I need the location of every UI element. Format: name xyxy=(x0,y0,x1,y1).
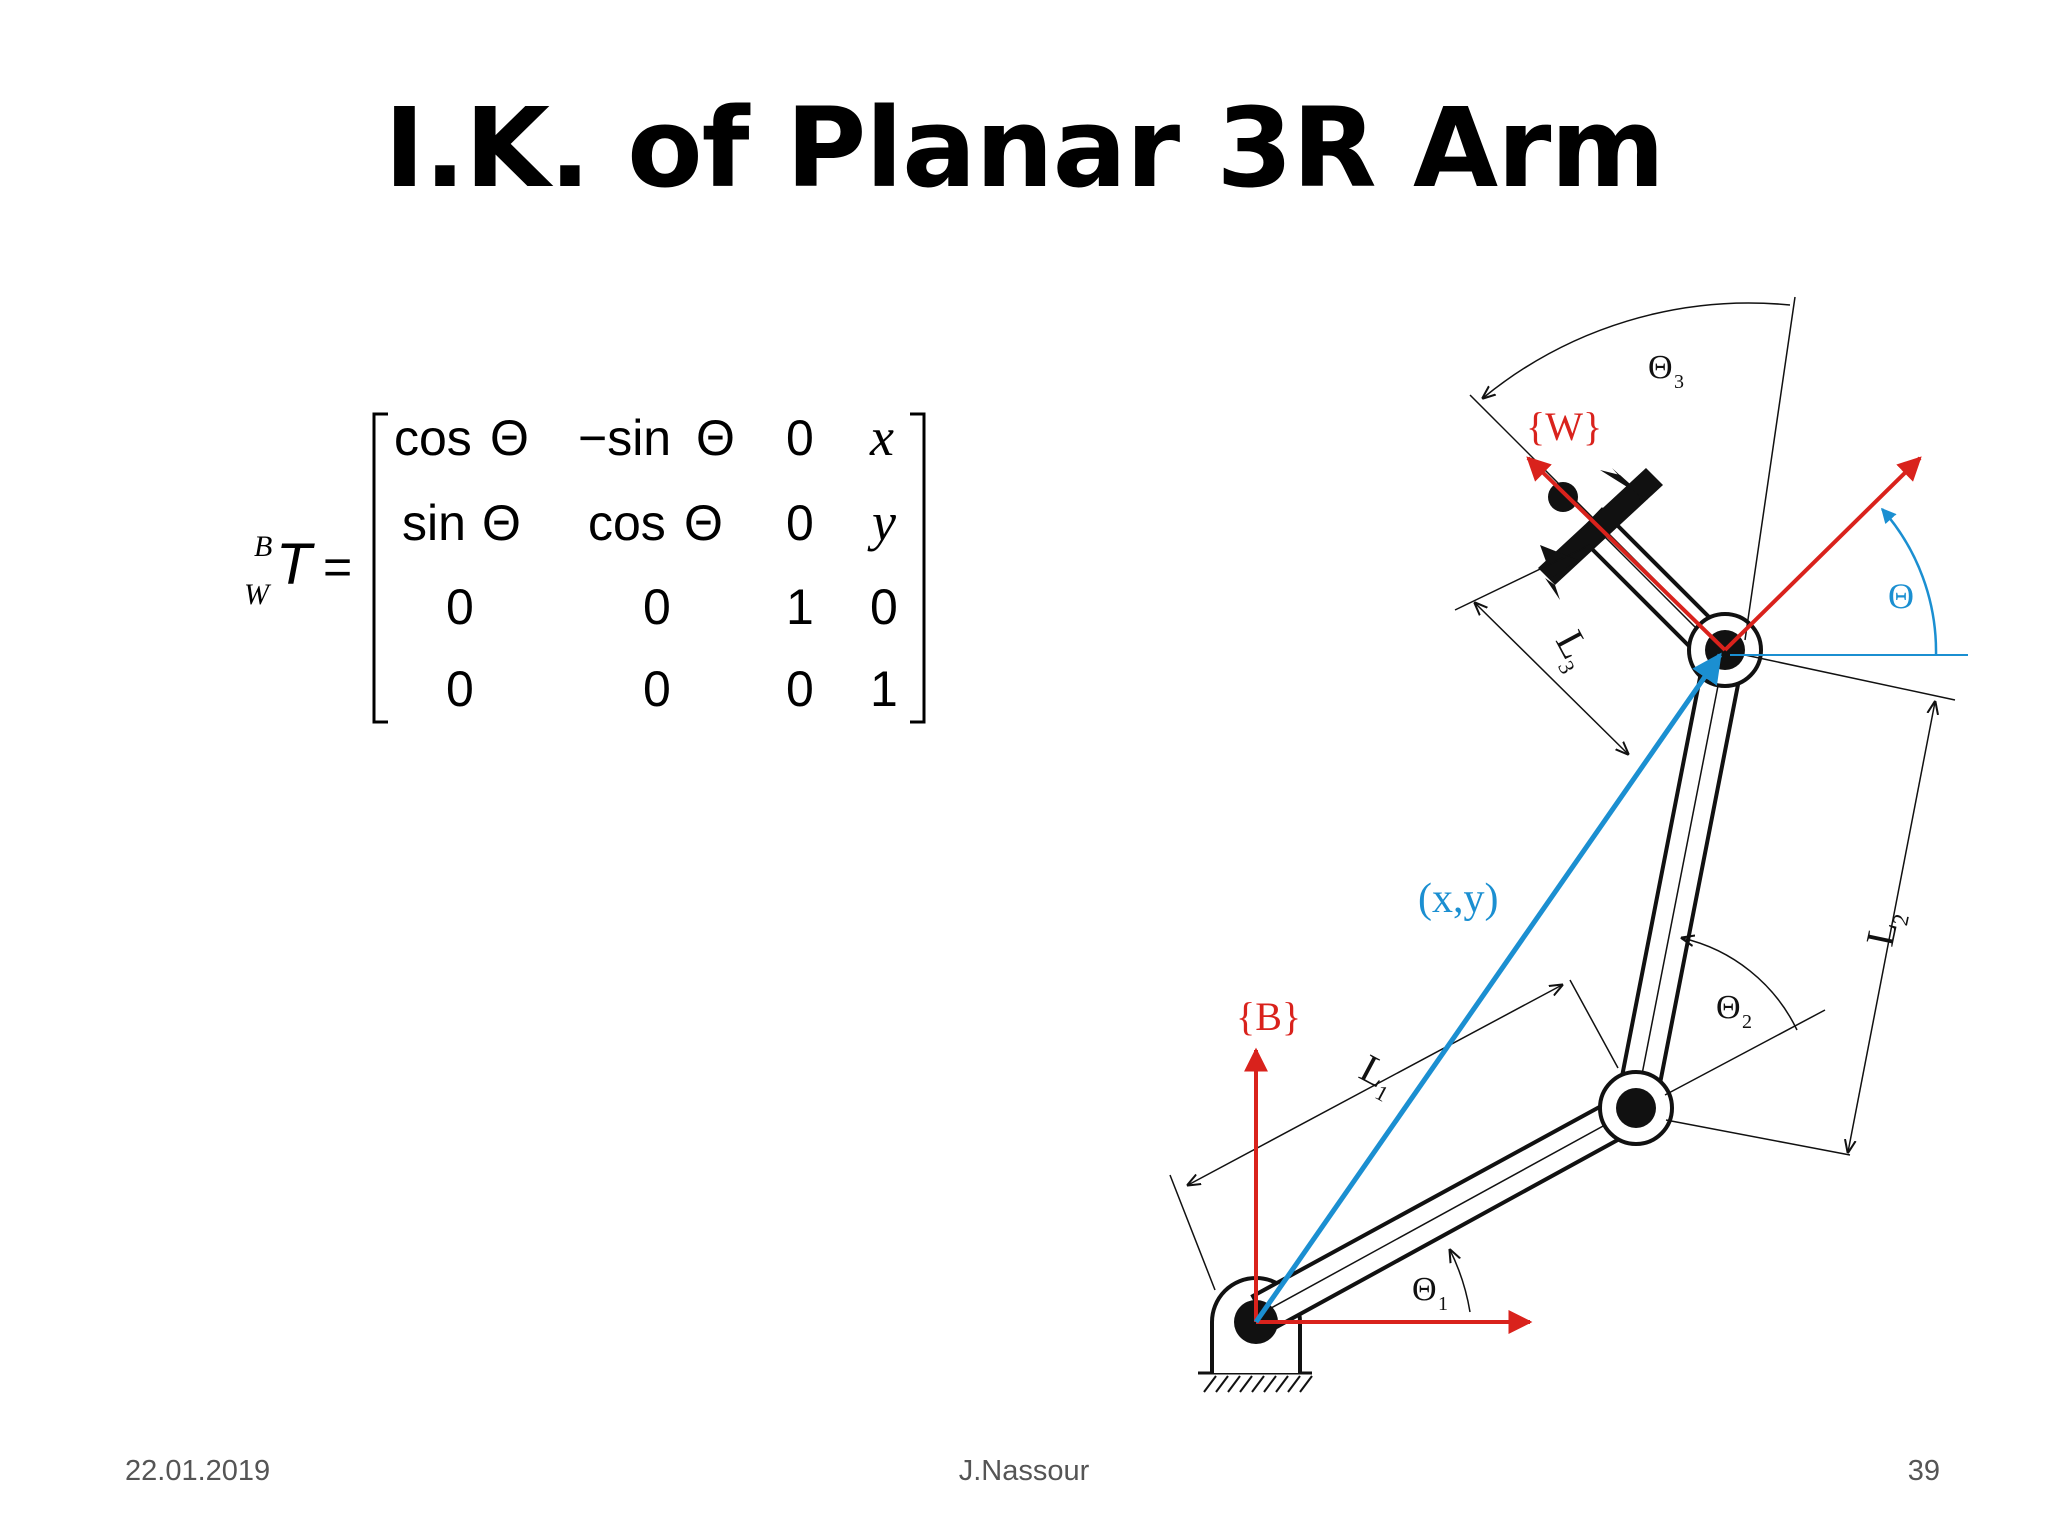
wrist-frame-y-axis xyxy=(1526,456,1727,652)
m21-func: sin xyxy=(402,495,466,551)
joint-2 xyxy=(1598,1070,1674,1146)
m32: 0 xyxy=(643,579,671,635)
dim-l2 xyxy=(1848,702,1935,1152)
m34: 0 xyxy=(870,579,898,635)
m33: 1 xyxy=(786,579,814,635)
lhs-subscript: W xyxy=(244,578,272,611)
transform-equation: B W T = cos Θ −sin Θ 0 x sin Θ cos Θ 0 y… xyxy=(244,407,926,724)
dim-l1 xyxy=(1188,985,1562,1185)
label-theta: Θ xyxy=(1888,576,1914,616)
label-l2-sub: 2 xyxy=(1887,912,1914,928)
m23: 0 xyxy=(786,495,814,551)
m22-theta: Θ xyxy=(684,495,723,551)
left-bracket xyxy=(372,412,388,724)
position-vector xyxy=(1253,652,1723,1324)
m43: 0 xyxy=(786,661,814,717)
label-frame-wrist: {W} xyxy=(1526,404,1602,449)
label-theta2: Θ xyxy=(1716,989,1741,1026)
footer-page-number: 39 xyxy=(1907,1455,1940,1487)
label-position: (x,y) xyxy=(1418,876,1498,922)
m24: y xyxy=(867,492,896,552)
lhs-superscript: B xyxy=(254,530,272,563)
arm-diagram: {B} {W} (x,y) Θ L 1 L 2 L 3 Θ 1 Θ 2 Θ 3 xyxy=(1169,296,1968,1393)
lhs-symbol: T xyxy=(276,532,315,597)
label-theta1: Θ xyxy=(1412,1271,1437,1308)
label-theta3-sub: 3 xyxy=(1674,371,1684,393)
arc-theta2 xyxy=(1682,938,1798,1031)
m14: x xyxy=(869,407,894,467)
arc-theta1 xyxy=(1450,1250,1471,1313)
m11-theta: Θ xyxy=(490,410,529,466)
m41: 0 xyxy=(446,661,474,717)
arc-theta xyxy=(1881,507,1938,656)
m12-func: −sin xyxy=(578,410,671,466)
m42: 0 xyxy=(643,661,671,717)
m11-func: cos xyxy=(394,410,472,466)
equals-sign: = xyxy=(323,539,352,595)
footer-author: J.Nassour xyxy=(958,1455,1090,1487)
dim-l3 xyxy=(1475,603,1628,754)
right-bracket xyxy=(910,412,926,724)
slide-title: I.K. of Planar 3R Arm xyxy=(384,84,1665,212)
m21-theta: Θ xyxy=(482,495,521,551)
ground-hatch xyxy=(1198,1371,1313,1393)
m22-func: cos xyxy=(588,495,666,551)
label-frame-base: {B} xyxy=(1236,994,1301,1039)
m13: 0 xyxy=(786,410,814,466)
m31: 0 xyxy=(446,579,474,635)
label-theta3: Θ xyxy=(1648,349,1673,386)
label-theta2-sub: 2 xyxy=(1742,1011,1752,1033)
arc-theta3 xyxy=(1483,302,1791,398)
label-theta1-sub: 1 xyxy=(1438,1293,1448,1315)
m44: 1 xyxy=(870,661,898,717)
m12-theta: Θ xyxy=(696,410,735,466)
footer-date: 22.01.2019 xyxy=(125,1455,271,1487)
wrist-frame-x-axis xyxy=(1723,456,1922,652)
